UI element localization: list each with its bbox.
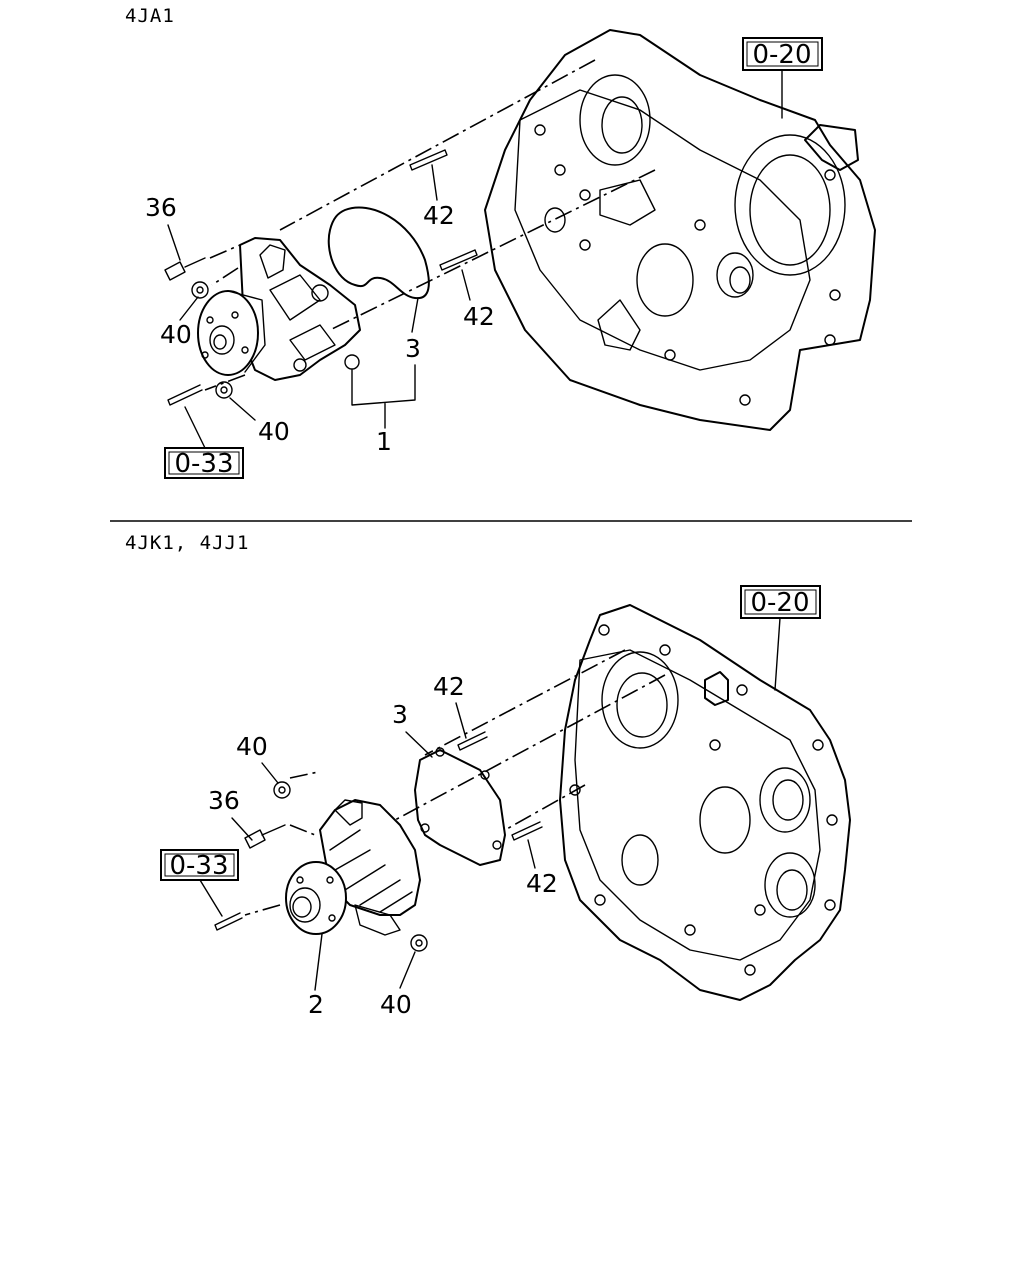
callout-3: 3 — [392, 700, 408, 729]
reference-box-0-33: 0-33 — [164, 406, 244, 479]
reference-box-0-33: 0-33 — [160, 849, 239, 917]
svg-text:0-20: 0-20 — [752, 40, 811, 70]
fasteners-4ja1 — [164, 149, 478, 406]
callout-42: 42 — [526, 869, 558, 898]
callout-42: 42 — [463, 302, 495, 331]
reference-box-0-20: 0-20 — [740, 585, 821, 691]
gasket-4ja1 — [327, 206, 430, 300]
callout-40: 40 — [258, 417, 290, 446]
svg-text:0-33: 0-33 — [174, 449, 233, 479]
centerlines-4ja1 — [204, 59, 656, 391]
section-4ja1: 4JA1 0-20 — [125, 5, 876, 479]
section-4jk1-4jj1: 4JK1, 4JJ1 0-20 — [125, 532, 851, 1019]
callouts-4jk1: 42 3 40 36 42 2 40 — [208, 672, 558, 1019]
centerlines-4jk1 — [244, 649, 666, 916]
callout-40: 40 — [160, 320, 192, 349]
svg-text:0-20: 0-20 — [750, 588, 809, 618]
callout-42: 42 — [423, 201, 455, 230]
callout-42: 42 — [433, 672, 465, 701]
callout-40: 40 — [380, 990, 412, 1019]
water-pump-4jk1 — [285, 799, 421, 936]
reference-box-0-20: 0-20 — [742, 37, 823, 119]
section-header: 4JA1 — [125, 5, 175, 27]
callout-40: 40 — [236, 732, 268, 761]
timing-gear-case — [484, 29, 876, 431]
callouts-4ja1: 36 40 40 42 42 3 1 — [145, 164, 495, 456]
gasket-4jk1 — [414, 749, 506, 866]
svg-text:0-33: 0-33 — [169, 851, 228, 881]
callout-1: 1 — [376, 427, 392, 456]
callout-36: 36 — [145, 193, 177, 222]
fasteners-4jk1 — [214, 731, 543, 952]
callout-2: 2 — [308, 990, 324, 1019]
section-header: 4JK1, 4JJ1 — [125, 532, 249, 554]
callout-36: 36 — [208, 786, 240, 815]
callout-3: 3 — [405, 334, 421, 363]
water-pump-4ja1 — [197, 237, 361, 381]
timing-gear-case — [559, 604, 851, 1001]
